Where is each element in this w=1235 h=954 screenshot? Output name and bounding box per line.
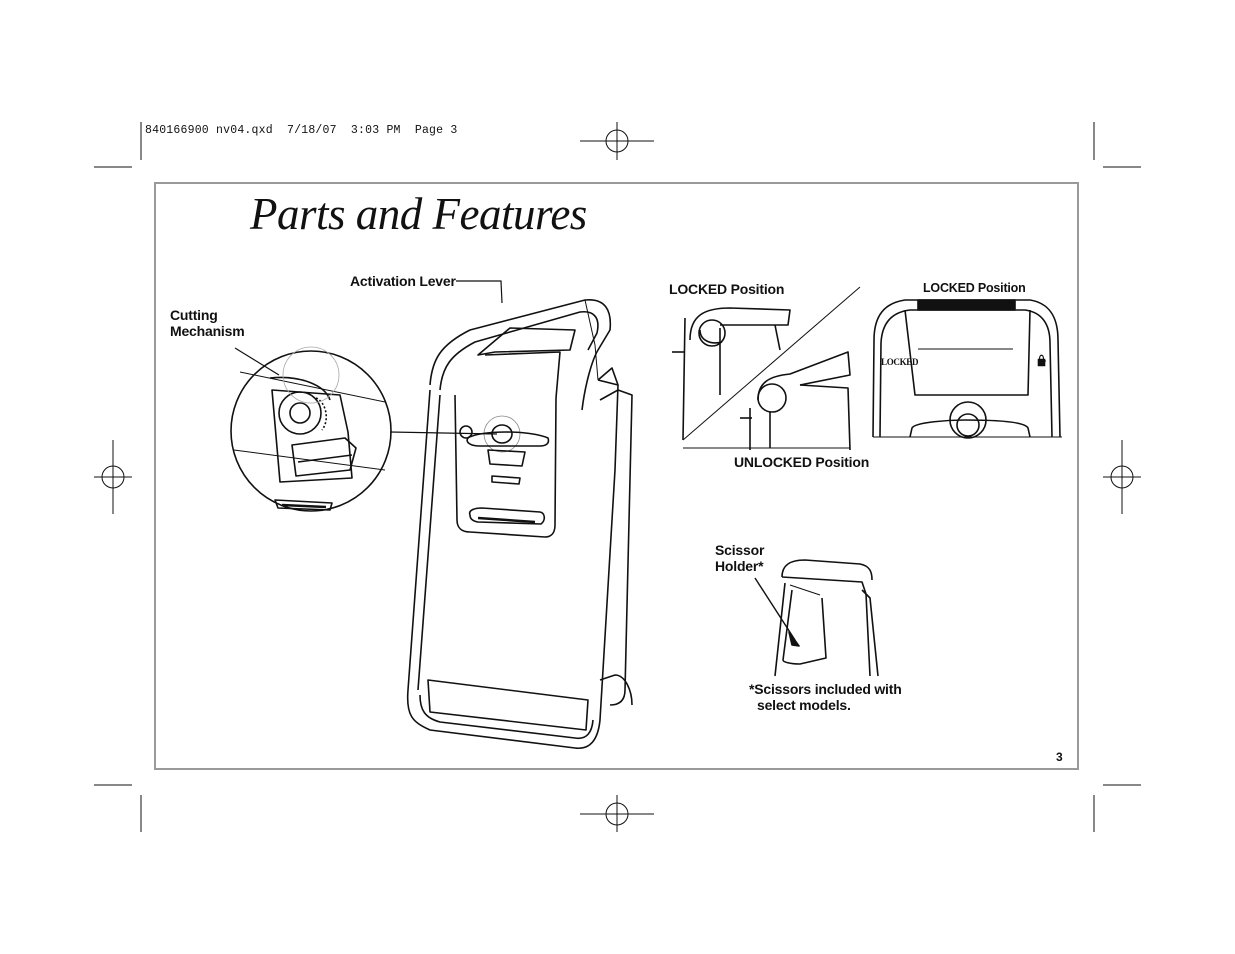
label-unlocked-position: UNLOCKED Position	[734, 454, 870, 470]
label-activation-lever: Activation Lever	[350, 273, 456, 289]
footnote-line-1: *Scissors included with	[749, 681, 902, 697]
label-scissor-holder: Scissor Holder*	[715, 542, 764, 574]
page-frame	[154, 182, 1079, 770]
label-locked-position-left: LOCKED Position	[669, 281, 785, 297]
page-title: Parts and Features	[250, 189, 587, 239]
label-locked-position-right: LOCKED Position	[923, 281, 1026, 295]
footnote-line-2: select models.	[757, 697, 851, 713]
locked-front-view	[872, 299, 1062, 439]
scissors-footnote: *Scissors included with select models.	[749, 681, 902, 713]
page-number: 3	[1056, 750, 1063, 764]
print-slug: 840166900 nv04.qxd 7/18/07 3:03 PM Page …	[145, 124, 458, 137]
cutting-mechanism-detail	[230, 346, 392, 512]
label-scissor-line-1: Scissor	[715, 542, 765, 558]
scissor-holder-detail	[754, 559, 879, 677]
locked-badge: LOCKED	[881, 357, 919, 367]
label-scissor-line-2: Holder*	[715, 558, 764, 574]
label-cutting-mechanism: Cutting Mechanism	[170, 307, 245, 339]
can-opener-illustration	[406, 299, 633, 749]
label-cutting-line-2: Mechanism	[170, 323, 245, 339]
label-cutting-line-1: Cutting	[170, 307, 218, 323]
locked-unlocked-detail	[672, 286, 861, 451]
